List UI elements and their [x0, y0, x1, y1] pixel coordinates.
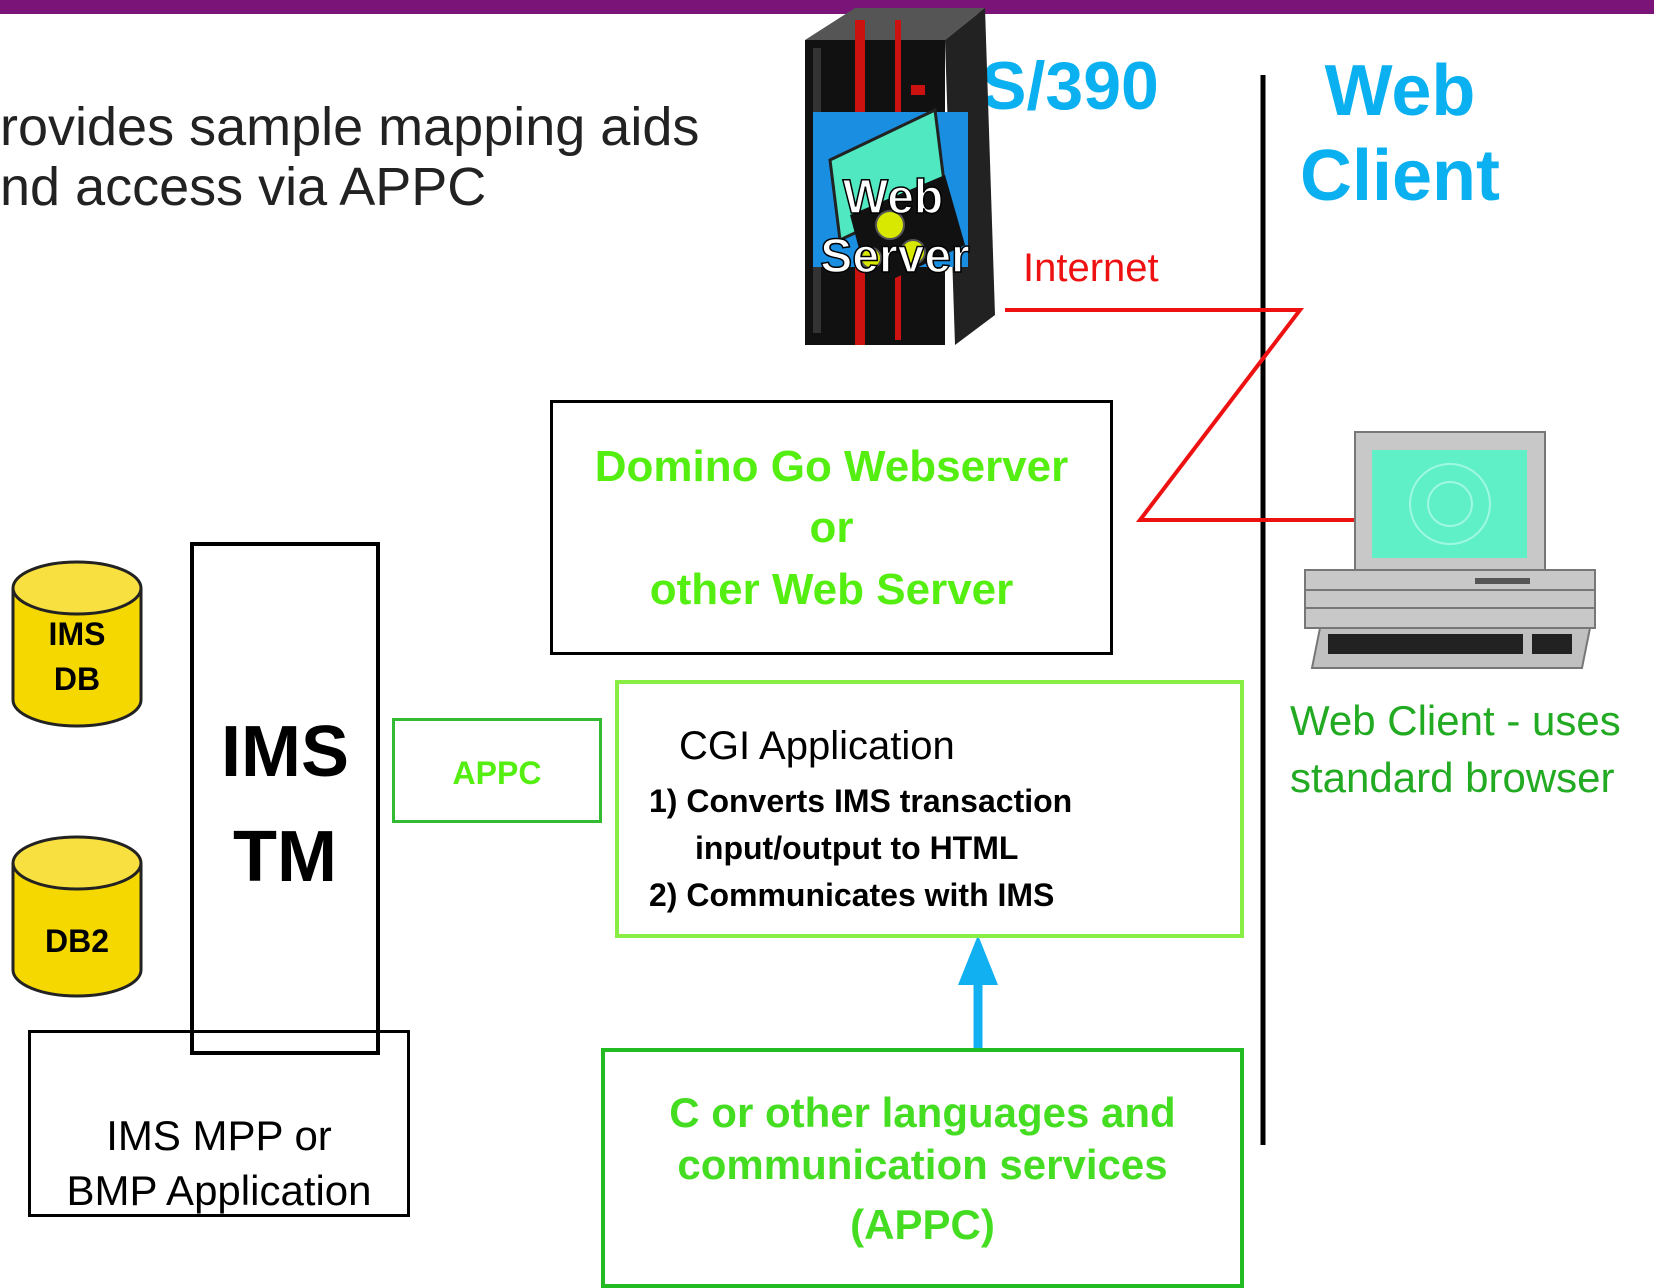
- ims-db-cylinder: IMS DB: [11, 560, 143, 728]
- languages-line-1: C or other languages and: [669, 1089, 1176, 1136]
- ims-db-label-line-2: DB: [54, 661, 100, 697]
- internet-link-line: [1005, 308, 1355, 522]
- web-server-label-line-1: Web: [843, 171, 943, 224]
- domino-line-2: or: [809, 503, 854, 552]
- cgi-item-1-line-1: 1) Converts IMS transaction: [649, 783, 1073, 819]
- web-client-caption-line-2: standard browser: [1290, 754, 1615, 801]
- internet-label: Internet: [1023, 246, 1159, 290]
- web-client-header-line-2: Client: [1299, 136, 1500, 216]
- up-arrow-icon: [958, 935, 998, 985]
- ims-mpp-box: IMS MPP or BMP Application: [28, 1030, 410, 1217]
- web-server-label-line-2: Server: [820, 230, 969, 283]
- domino-line-1: Domino Go Webserver: [594, 442, 1069, 491]
- web-client-computer-icon: [1304, 431, 1596, 669]
- appc-label: APPC: [452, 755, 542, 791]
- s390-header: S/390: [981, 48, 1159, 124]
- mpp-line-1: IMS MPP or: [106, 1112, 332, 1159]
- cgi-item-2: 2) Communicates with IMS: [649, 877, 1055, 913]
- languages-line-3: (APPC): [850, 1201, 995, 1248]
- domino-webserver-box: Domino Go Webserver or other Web Server: [550, 400, 1113, 655]
- domino-line-3: other Web Server: [649, 565, 1014, 614]
- ims-tm-line-2: TM: [233, 817, 337, 897]
- intro-line-2: nd access via APPC: [0, 157, 487, 217]
- db2-cylinder: DB2: [11, 835, 143, 998]
- ims-tm-box: IMS TM: [190, 542, 380, 1055]
- mpp-line-2: BMP Application: [66, 1167, 372, 1214]
- languages-services-box: C or other languages and communication s…: [601, 1048, 1244, 1288]
- ims-db-label-line-1: IMS: [49, 616, 106, 652]
- intro-line-1: rovides sample mapping aids: [0, 97, 700, 157]
- ims-tm-line-1: IMS: [220, 712, 349, 792]
- web-client-caption-line-1: Web Client - uses: [1290, 697, 1621, 744]
- web-client-header-line-1: Web: [1324, 51, 1476, 131]
- cgi-title: CGI Application: [679, 724, 955, 768]
- cgi-application-box: CGI Application 1) Converts IMS transact…: [615, 680, 1244, 938]
- appc-box: APPC: [392, 718, 602, 823]
- mainframe-server-icon: Web Server: [805, 8, 995, 345]
- languages-line-2: communication services: [677, 1141, 1168, 1188]
- top-bar: [0, 0, 1654, 14]
- db2-label: DB2: [45, 923, 109, 959]
- cgi-item-1-line-2: input/output to HTML: [695, 830, 1019, 866]
